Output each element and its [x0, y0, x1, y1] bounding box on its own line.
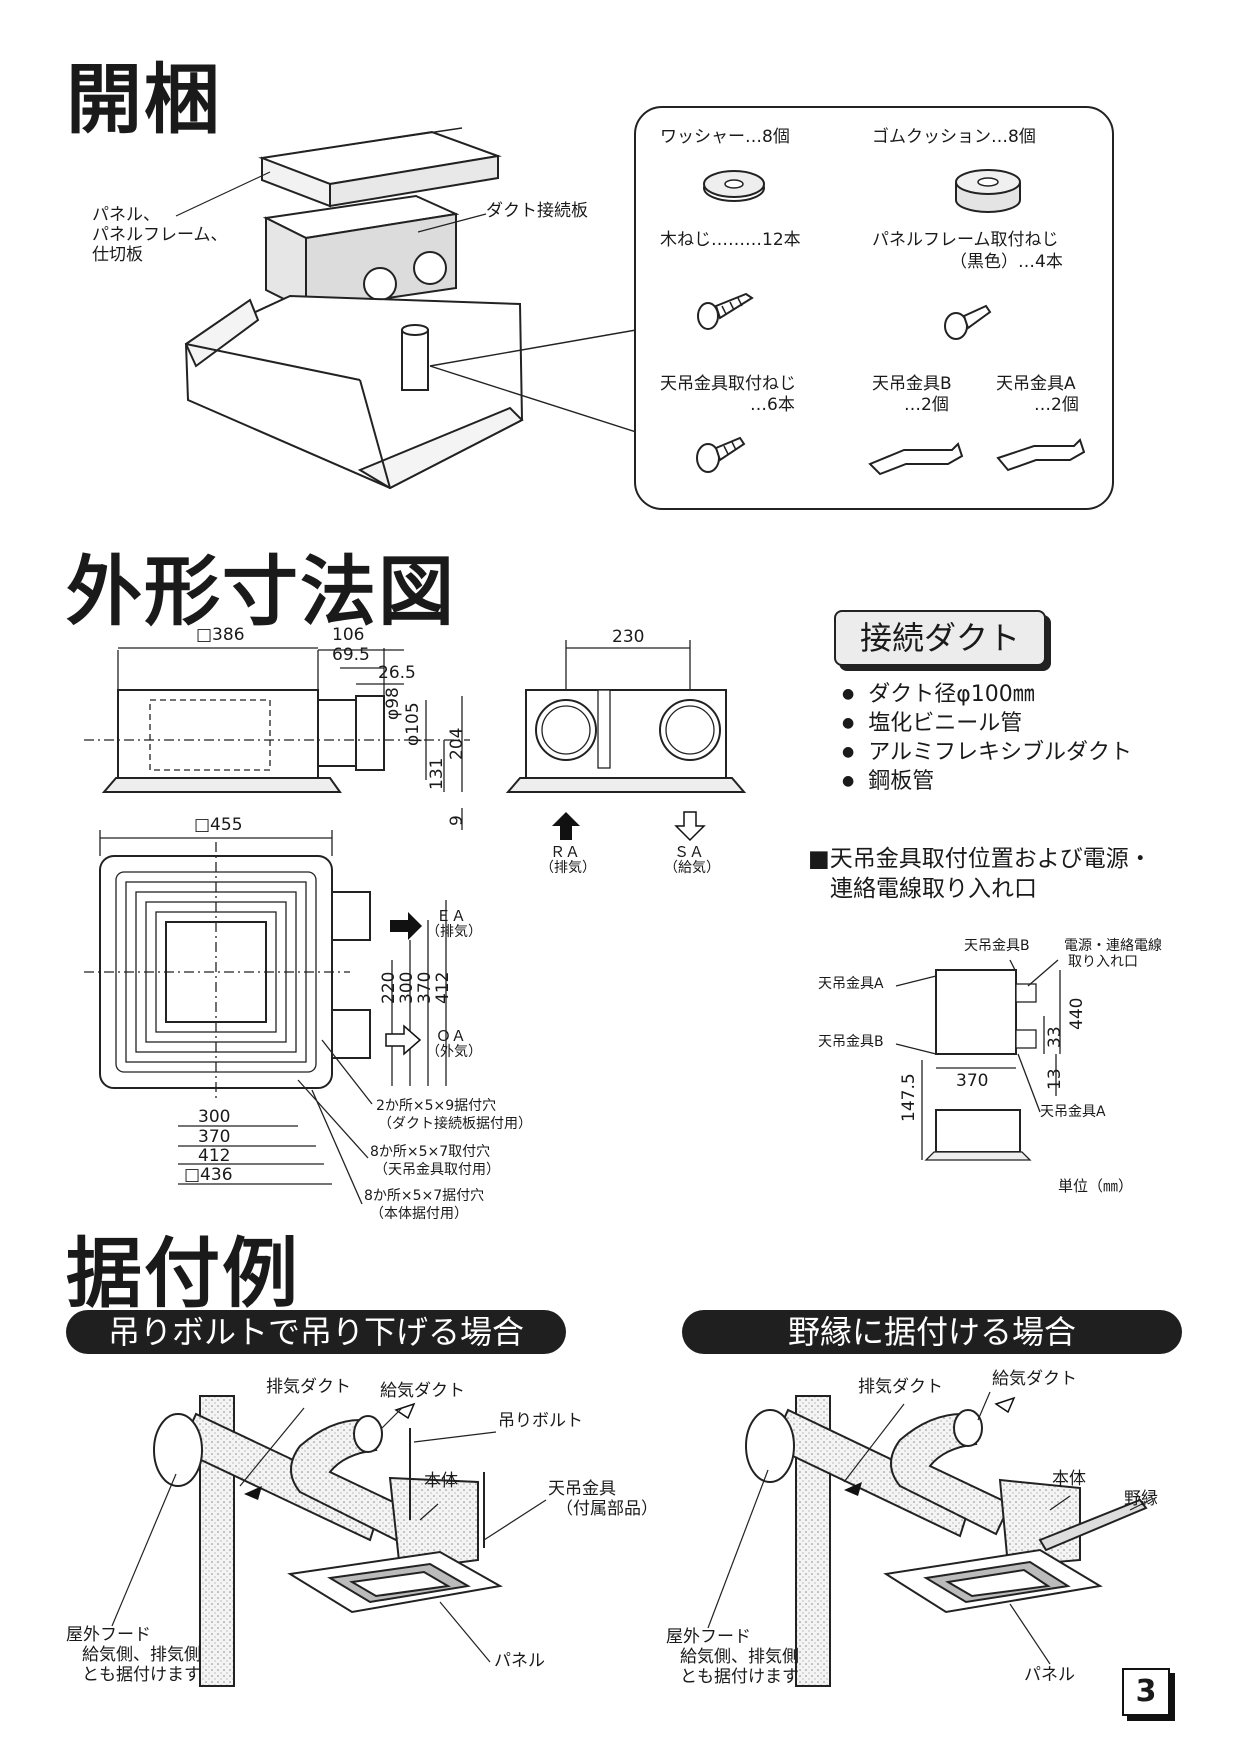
install-right-title: 野縁に据付ける場合 — [682, 1310, 1182, 1354]
dim-106: 106 — [332, 625, 365, 645]
duct-item: 鋼板管 — [842, 767, 1132, 796]
left-label-hood-line2: 給気側、排気側 — [82, 1645, 201, 1665]
part-hanger-a-label-2: …2個 — [1034, 395, 1079, 415]
hole-note-1-line1: 2か所×5×9据付穴 — [376, 1098, 497, 1114]
part-cushion-label: ゴムクッション…8個 — [872, 127, 1036, 147]
hole-note-3-line1: 8か所×5×7据付穴 — [364, 1188, 485, 1204]
dim-455: □455 — [194, 815, 243, 835]
label-oa-sub: （外気） — [426, 1044, 482, 1060]
duct-item: アルミフレキシブルダクト — [842, 738, 1132, 767]
label-sa-sub: （給気） — [664, 860, 720, 876]
dim-436: □436 — [184, 1165, 233, 1185]
right-label-hood-line2: 給気側、排気側 — [680, 1647, 799, 1667]
right-label-joist: 野縁 — [1124, 1489, 1158, 1509]
label-ra-sub: （排気） — [540, 860, 596, 876]
right-label-body: 本体 — [1052, 1469, 1086, 1489]
left-label-hanging-bolt: 吊りボルト — [498, 1411, 583, 1431]
right-label-panel: パネル — [1024, 1665, 1075, 1685]
hole-note-2-line1: 8か所×5×7取付穴 — [370, 1144, 491, 1160]
page-number: 3 — [1122, 1668, 1170, 1716]
left-label-hood-line1: 屋外フード — [66, 1625, 151, 1645]
section-title-installation: 据付例 — [66, 1229, 300, 1318]
left-label-bracket-line2: （付属部品） — [556, 1499, 658, 1519]
dimension-drawings — [84, 640, 1061, 1205]
hanger-heading-line1: ■天吊金具取付位置および電源・ — [808, 846, 1152, 872]
label-hanger-b-left: 天吊金具B — [818, 1034, 884, 1050]
connection-duct-list: ダクト径φ100㎜ 塩化ビニール管 アルミフレキシブルダクト 鋼板管 — [842, 680, 1132, 796]
dim-69-5: 69.5 — [332, 645, 370, 665]
part-washer-label: ワッシャー…8個 — [660, 127, 790, 147]
duct-item: 塩化ビニール管 — [842, 709, 1132, 738]
hanger-heading-line2: 連絡電線取り入れ口 — [830, 876, 1037, 902]
left-label-exhaust-duct: 排気ダクト — [266, 1377, 351, 1397]
label-ra: ＲＡ — [550, 843, 581, 861]
right-label-exhaust-duct: 排気ダクト — [858, 1377, 943, 1397]
label-ea-sub: （排気） — [426, 924, 482, 940]
duct-item: ダクト径φ100㎜ — [842, 680, 1132, 709]
install-left-title: 吊りボルトで吊り下げる場合 — [66, 1310, 566, 1354]
label-duct-plate: ダクト接続板 — [486, 201, 588, 221]
dim-230: 230 — [612, 627, 645, 647]
section-title-dimensions: 外形寸法図 — [66, 547, 456, 636]
left-label-panel: パネル — [494, 1651, 545, 1671]
left-label-bracket-line1: 天吊金具 — [548, 1479, 616, 1499]
left-label-supply-duct: 給気ダクト — [380, 1381, 465, 1401]
label-power-inlet-line1: 電源・連絡電線 — [1064, 938, 1162, 954]
right-label-hood-line3: とも据付けます — [680, 1667, 799, 1687]
dim-hanger-370: 370 — [956, 1071, 989, 1091]
dim-26-5: 26.5 — [378, 663, 416, 683]
label-ea: ＥＡ — [436, 907, 467, 925]
unpacking-box-illustration — [175, 127, 637, 490]
part-hanger-screw-label-1: 天吊金具取付ねじ — [660, 374, 796, 394]
label-panel-line2: パネルフレーム、 — [92, 225, 228, 245]
dim-370: 370 — [198, 1127, 231, 1147]
part-frame-screw-label-2: （黒色）…4本 — [950, 252, 1063, 272]
dim-300: 300 — [198, 1107, 231, 1127]
right-label-supply-duct: 給気ダクト — [992, 1369, 1077, 1389]
part-hanger-a-label-1: 天吊金具A — [996, 374, 1076, 394]
part-frame-screw-label-1: パネルフレーム取付ねじ — [872, 230, 1059, 250]
parts-illustrations — [696, 169, 1086, 476]
left-label-hood-line3: とも据付けます — [82, 1665, 201, 1685]
hole-note-2-line2: （天吊金具取付用） — [374, 1162, 500, 1178]
label-sa: ＳＡ — [674, 843, 705, 861]
right-label-hood-line1: 屋外フード — [666, 1627, 751, 1647]
part-hanger-b-label-2: …2個 — [904, 395, 949, 415]
hole-note-3-line2: （本体据付用） — [370, 1206, 468, 1222]
label-hanger-a-left: 天吊金具A — [818, 976, 884, 992]
part-wood-screw-label: 木ねじ………12本 — [660, 230, 801, 250]
label-hanger-a-right: 天吊金具A — [1040, 1104, 1106, 1120]
dim-412: 412 — [198, 1146, 231, 1166]
left-label-body: 本体 — [424, 1471, 458, 1491]
part-hanger-b-label-1: 天吊金具B — [872, 374, 952, 394]
dim-386: □386 — [196, 625, 245, 645]
label-hanger-b-top: 天吊金具B — [964, 938, 1030, 954]
label-panel-line3: 仕切板 — [92, 245, 143, 265]
hole-note-1-line2: （ダクト接続板据付用） — [378, 1116, 532, 1132]
label-power-inlet-line2: 取り入れ口 — [1068, 954, 1138, 970]
label-panel-line1: パネル、 — [92, 205, 160, 225]
unit-label: 単位（㎜） — [1058, 1177, 1134, 1195]
part-hanger-screw-label-2: …6本 — [750, 395, 795, 415]
label-oa: ＯＡ — [436, 1027, 467, 1045]
section-title-unpacking: 開梱 — [66, 55, 222, 144]
connection-duct-badge: 接続ダクト — [834, 610, 1046, 666]
